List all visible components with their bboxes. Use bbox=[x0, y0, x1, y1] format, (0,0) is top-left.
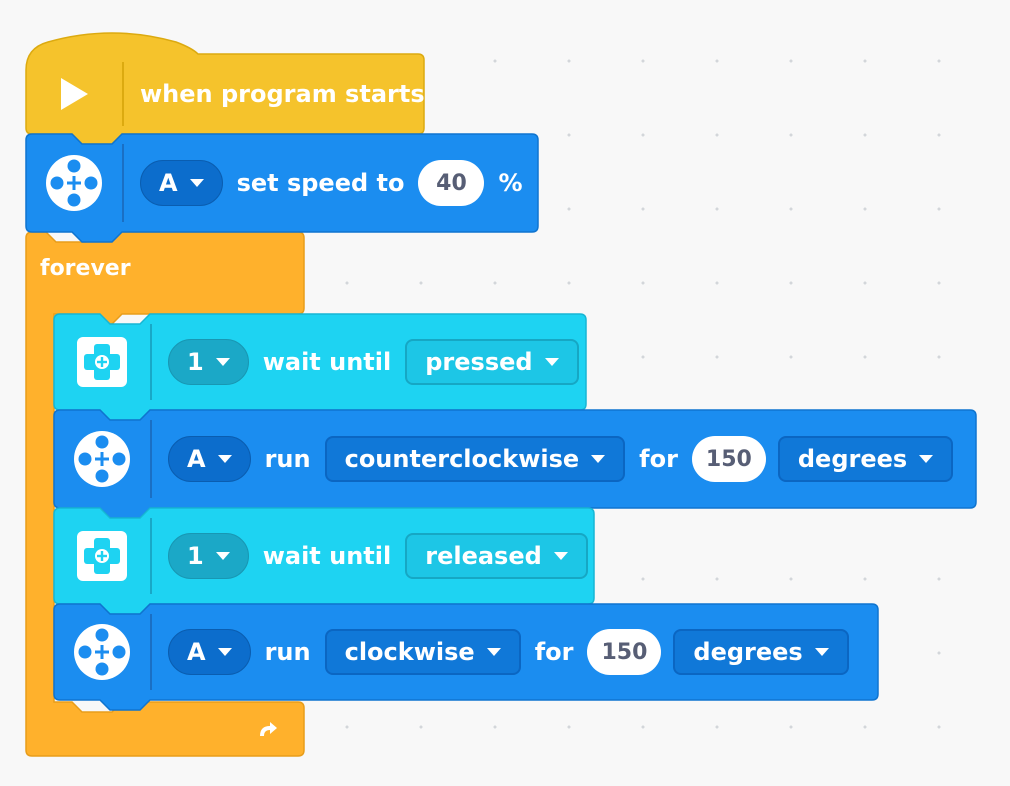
direction-value: counterclockwise bbox=[344, 445, 580, 473]
chevron-down-icon bbox=[215, 358, 230, 366]
chevron-down-icon bbox=[217, 455, 232, 463]
chevron-down-icon bbox=[544, 358, 559, 366]
state-dropdown[interactable]: pressed bbox=[405, 339, 579, 385]
port-dropdown[interactable]: A bbox=[168, 436, 251, 482]
chevron-down-icon bbox=[189, 179, 204, 187]
state-dropdown[interactable]: released bbox=[405, 533, 588, 579]
motor-icon bbox=[74, 431, 130, 487]
for-label: for bbox=[639, 445, 678, 473]
chevron-down-icon bbox=[919, 455, 934, 463]
unit-dropdown[interactable]: degrees bbox=[673, 629, 849, 675]
set-speed-label: set speed to bbox=[236, 169, 405, 197]
run-label: run bbox=[264, 638, 311, 666]
port-dropdown[interactable]: A bbox=[168, 629, 251, 675]
hat-label: when program starts bbox=[140, 80, 425, 108]
sensor-port-dropdown[interactable]: 1 bbox=[168, 339, 249, 385]
port-value: A bbox=[159, 169, 178, 197]
unit-dropdown[interactable]: degrees bbox=[777, 436, 954, 482]
port-value: A bbox=[187, 445, 206, 473]
motor-icon bbox=[74, 624, 130, 680]
loop-arrow-icon bbox=[260, 722, 277, 736]
wait-until-label: wait until bbox=[262, 348, 392, 376]
port-value: A bbox=[187, 638, 206, 666]
direction-dropdown[interactable]: counterclockwise bbox=[324, 436, 626, 482]
chevron-down-icon bbox=[217, 648, 232, 656]
sensor-port-dropdown[interactable]: 1 bbox=[168, 533, 249, 579]
chevron-down-icon bbox=[486, 648, 501, 656]
run-label: run bbox=[264, 445, 311, 473]
direction-dropdown[interactable]: clockwise bbox=[324, 629, 521, 675]
wait-until-label: wait until bbox=[262, 542, 392, 570]
chevron-down-icon bbox=[215, 552, 230, 560]
port-dropdown[interactable]: A bbox=[140, 160, 223, 206]
play-icon bbox=[61, 78, 88, 110]
chevron-down-icon bbox=[553, 552, 568, 560]
direction-value: clockwise bbox=[344, 638, 475, 666]
unit-value: degrees bbox=[797, 445, 908, 473]
chevron-down-icon bbox=[591, 455, 606, 463]
unit-value: degrees bbox=[693, 638, 803, 666]
amount-input[interactable]: 150 bbox=[587, 629, 662, 675]
chevron-down-icon bbox=[814, 648, 829, 656]
amount-input[interactable]: 150 bbox=[691, 436, 766, 482]
state-value: released bbox=[425, 542, 542, 570]
state-value: pressed bbox=[425, 348, 533, 376]
motor-icon bbox=[46, 155, 102, 211]
force-sensor-icon bbox=[77, 531, 127, 581]
speed-input[interactable]: 40 bbox=[418, 160, 485, 206]
force-sensor-icon bbox=[77, 337, 127, 387]
sensor-port-value: 1 bbox=[187, 542, 204, 570]
forever-label: forever bbox=[40, 256, 131, 281]
sensor-port-value: 1 bbox=[187, 348, 204, 376]
speed-unit: % bbox=[498, 169, 523, 197]
for-label: for bbox=[534, 638, 574, 666]
